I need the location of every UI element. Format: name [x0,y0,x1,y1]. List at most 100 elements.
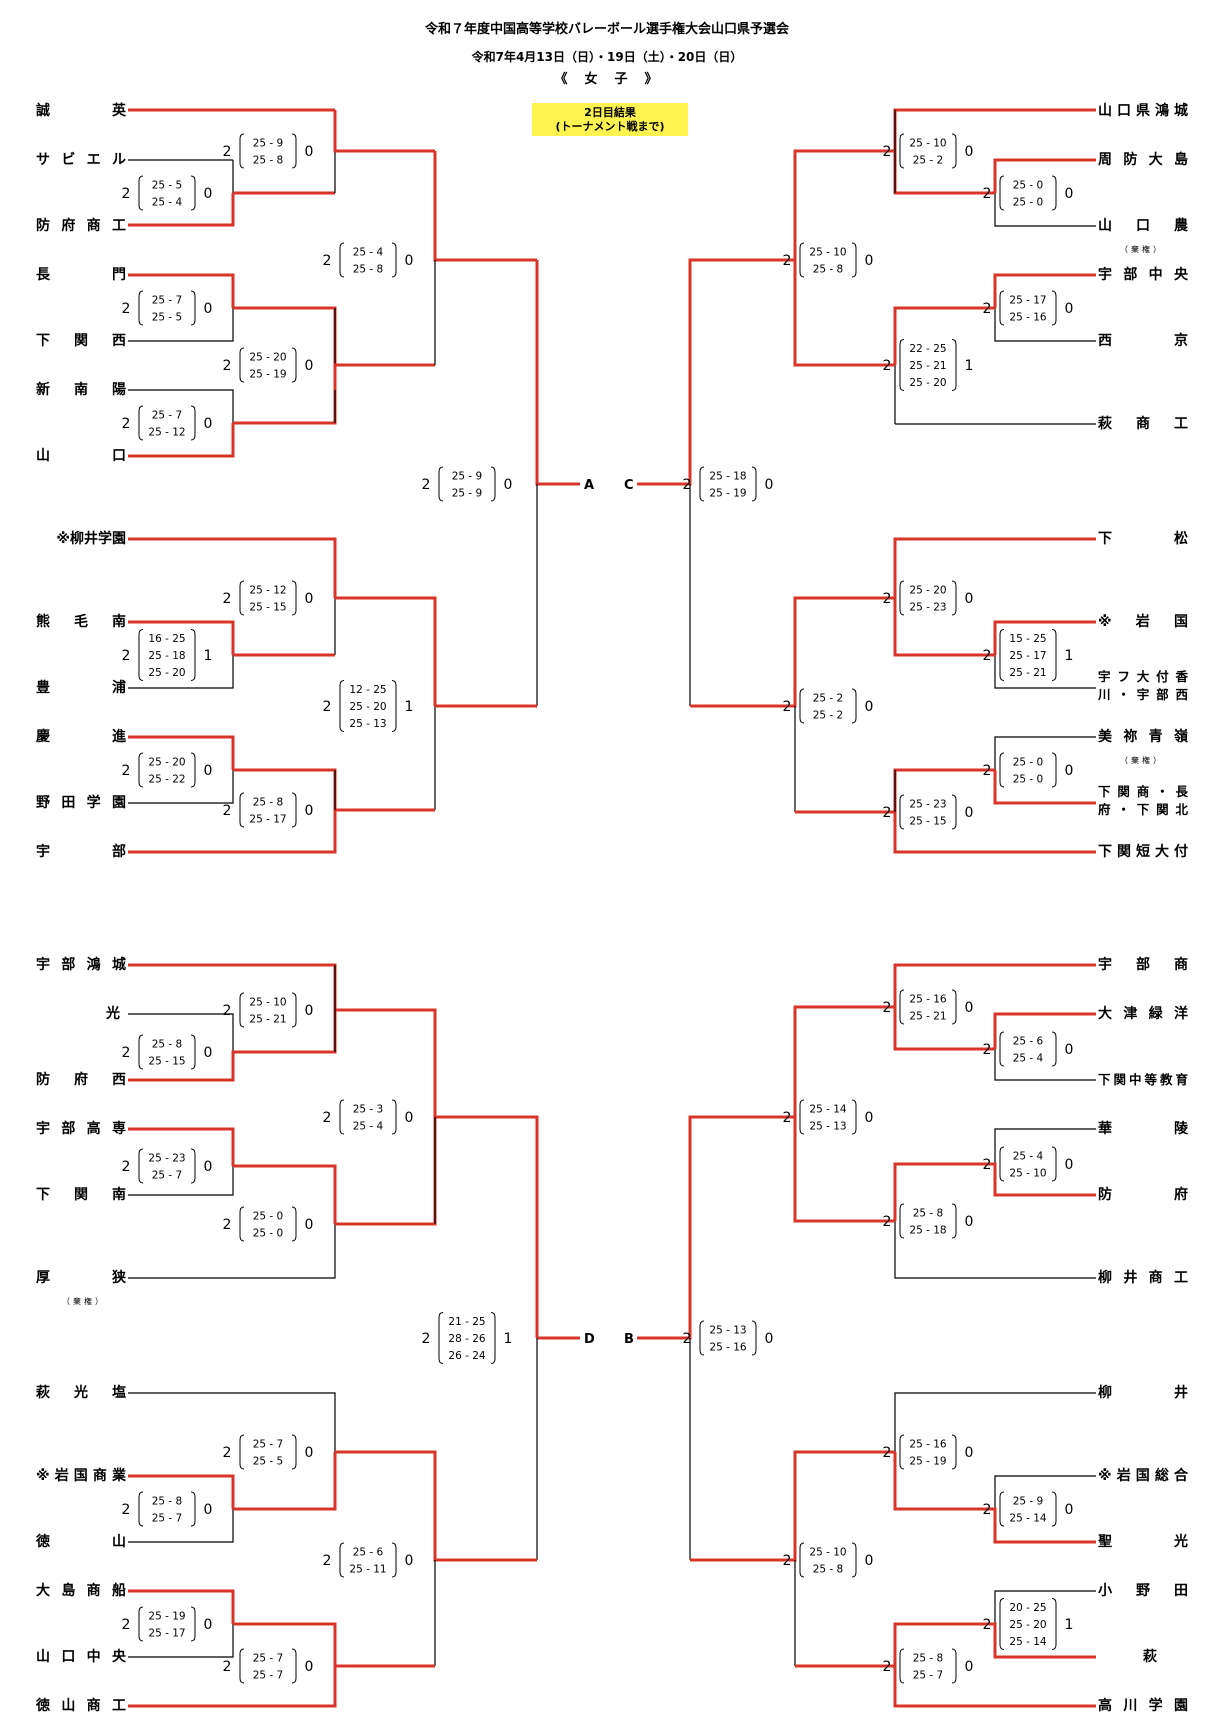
sets-won-right: 1 [405,699,414,715]
sets-won-left: 2 [122,648,131,664]
set-score: 25 - 21 [909,1011,946,1023]
team-name: 慶進 [36,729,126,745]
team-name: 厚狭 [36,1270,126,1286]
sets-won-left: 2 [883,1445,892,1461]
set-score: 21 - 25 [448,1316,485,1328]
score-bracket-left [999,752,1005,788]
sets-won-right: 0 [204,186,213,202]
score-bracket-right [851,242,857,278]
score-bracket-left [138,629,144,681]
sets-won-right: 0 [765,1331,774,1347]
score-bracket-right [190,175,196,211]
result-note-line-1: 2日目結果 [584,106,636,119]
team-name: 小野田 [1098,1583,1188,1599]
sets-won-right: 0 [1065,1042,1074,1058]
team-name: 西京 [1098,333,1188,349]
sets-won-left: 2 [122,186,131,202]
set-score: 25 - 13 [349,718,386,730]
score-bracket-right [1051,629,1057,681]
score-bracket-left [799,1542,805,1578]
score-bracket-left [999,629,1005,681]
team-name: 周防大島 [1098,152,1188,168]
score-bracket-right [490,466,496,502]
sets-won-left: 2 [122,1045,131,1061]
document-title: 令和７年度中国高等学校バレーボール選手権大会山口県予選会 [424,22,789,37]
score-bracket-left [899,1434,905,1470]
sets-won-right: 0 [965,1659,974,1675]
score-bracket-right [190,1034,196,1070]
sets-won-left: 2 [422,477,431,493]
sets-won-right: 0 [305,1003,314,1019]
sets-won-right: 0 [865,1553,874,1569]
sets-won-right: 0 [204,1045,213,1061]
team-name: 山口農 [1098,218,1188,234]
sets-won-right: 0 [965,144,974,160]
score-bracket-left [138,405,144,441]
set-score: 25 - 16 [909,994,947,1006]
set-score: 25 - 9 [253,138,284,150]
set-score: 15 - 25 [1009,633,1046,645]
set-score: 25 - 9 [452,471,483,483]
set-score: 25 - 19 [249,369,286,381]
set-score: 25 - 7 [152,1170,183,1182]
result-note: 2日目結果 (トーナメント戦まで) [532,103,688,136]
sets-won-right: 0 [405,1553,414,1569]
team-name: 防府 [1098,1187,1188,1203]
forfeit-note: （棄権） [1120,756,1164,765]
sets-won-left: 2 [323,1553,332,1569]
sets-won-left: 2 [783,253,792,269]
set-score: 25 - 7 [152,410,183,422]
set-score: 25 - 8 [253,155,284,167]
set-score: 16 - 25 [148,633,185,645]
document-dates: 令和7年4月13日（日）・19日（土）・20日（日） [471,50,743,64]
set-score: 25 - 7 [152,1513,183,1525]
forfeit-note: （棄権） [1120,245,1164,254]
sets-won-left: 2 [122,763,131,779]
sets-won-right: 1 [965,358,974,374]
set-score: 25 - 8 [813,1564,844,1576]
set-score: 25 - 21 [909,360,946,372]
score-bracket-left [239,347,245,383]
set-score: 25 - 12 [249,585,286,597]
set-score: 25 - 3 [353,1104,384,1116]
score-bracket-right [951,339,957,391]
score-bracket-left [899,133,905,169]
set-score: 25 - 0 [253,1228,284,1240]
sets-won-left: 2 [122,416,131,432]
team-name: 下関南 [36,1187,126,1203]
sets-won-left: 2 [883,805,892,821]
set-score: 25 - 20 [909,377,946,389]
set-score: 25 - 20 [1009,1619,1046,1631]
set-score: 25 - 2 [913,155,944,167]
score-bracket-right [190,1491,196,1527]
set-score: 25 - 8 [152,1496,183,1508]
set-score: 25 - 13 [809,1121,846,1133]
sets-won-right: 0 [965,1445,974,1461]
sets-won-right: 0 [965,1000,974,1016]
score-bracket-right [190,290,196,326]
score-bracket-left [239,580,245,616]
sets-won-left: 2 [323,253,332,269]
zone-label-c: C [624,478,634,493]
sets-won-right: 0 [204,1502,213,1518]
sets-won-left: 2 [122,1159,131,1175]
set-score: 25 - 7 [253,1670,284,1682]
score-bracket-right [1051,1146,1057,1182]
score-bracket-right [291,347,297,383]
team-name: 山口中央 [36,1649,126,1665]
sets-won-left: 2 [323,1110,332,1126]
sets-won-right: 0 [405,1110,414,1126]
sets-won-left: 2 [783,1553,792,1569]
score-bracket-left [899,1203,905,1239]
score-bracket-right [1051,290,1057,326]
team-name: 豊浦 [36,680,126,696]
score-bracket-left [899,580,905,616]
team-name: 美祢青嶺 [1098,729,1188,745]
